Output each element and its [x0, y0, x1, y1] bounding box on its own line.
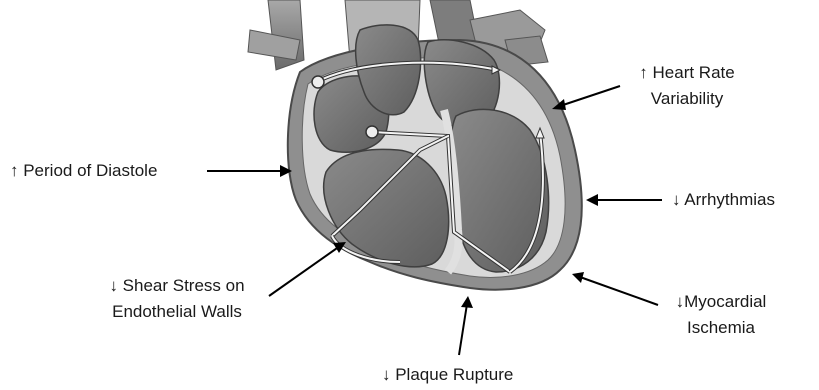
- label-shear-stress-line1: ↓ Shear Stress on: [88, 273, 266, 299]
- label-shear-stress: ↓ Shear Stress on Endothelial Walls: [88, 273, 266, 325]
- label-heart-rate-line2: Variability: [628, 86, 746, 112]
- arrow-diastole: [207, 165, 292, 177]
- label-plaque-rupture: ↓ Plaque Rupture: [382, 362, 513, 388]
- label-arrhythmias: ↓ Arrhythmias: [672, 187, 775, 213]
- arrow-myocardial: [572, 272, 658, 305]
- label-period-of-diastole: ↑ Period of Diastole: [10, 158, 157, 184]
- label-heart-rate-variability: ↑ Heart Rate Variability: [628, 60, 746, 112]
- label-heart-rate-line1: ↑ Heart Rate: [628, 60, 746, 86]
- arrow-arrhythmias: [586, 194, 662, 206]
- label-myocardial-line1: ↓Myocardial: [660, 289, 782, 315]
- arrow-plaque: [459, 296, 473, 355]
- label-myocardial-ischemia: ↓Myocardial Ischemia: [660, 289, 782, 341]
- arrow-heart-rate: [552, 86, 620, 110]
- label-myocardial-line2: Ischemia: [660, 315, 782, 341]
- label-shear-stress-line2: Endothelial Walls: [88, 299, 266, 325]
- arrow-shear-stress: [269, 242, 346, 296]
